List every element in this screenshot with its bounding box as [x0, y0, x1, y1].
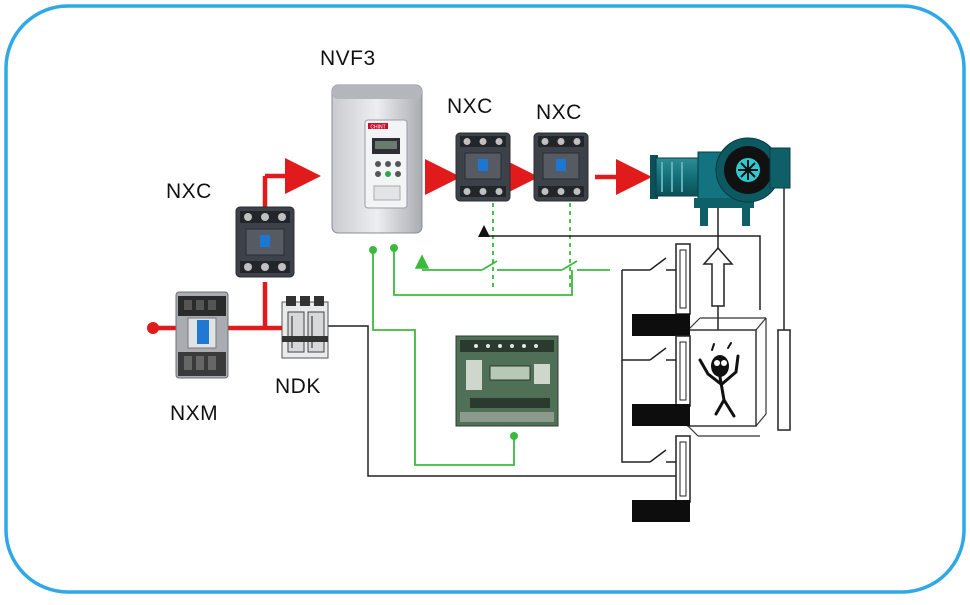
outer-frame: [4, 4, 966, 594]
signal-lines: [369, 195, 610, 466]
label-nxc-contactor-main: NXC: [166, 180, 212, 203]
nxc-contactor-main: [235, 206, 295, 278]
brand-text: CHINT: [370, 125, 385, 131]
nxm-breaker: [175, 291, 229, 379]
person-figure: [698, 342, 740, 418]
nxc-contactor-1: [455, 132, 511, 202]
up-arrow-icon: [702, 246, 734, 307]
traction-machine: [650, 137, 791, 226]
label-nxm: NXM: [170, 402, 219, 425]
nxc-contactor-2: [533, 132, 589, 202]
landing-doors: [632, 243, 691, 522]
ndk-transformer: [281, 296, 329, 359]
counterweight: [777, 329, 791, 431]
label-nvf3: NVF3: [320, 47, 376, 70]
control-lines: [327, 180, 785, 477]
elevator-car: [687, 317, 767, 437]
control-board: [455, 335, 559, 427]
nvf3-inverter: CHINT: [331, 84, 423, 234]
power-lines: [147, 158, 652, 334]
label-nxc-contactor-1: NXC: [447, 95, 493, 118]
label-ndk: NDK: [275, 375, 321, 398]
label-nxc-contactor-2: NXC: [536, 101, 582, 124]
